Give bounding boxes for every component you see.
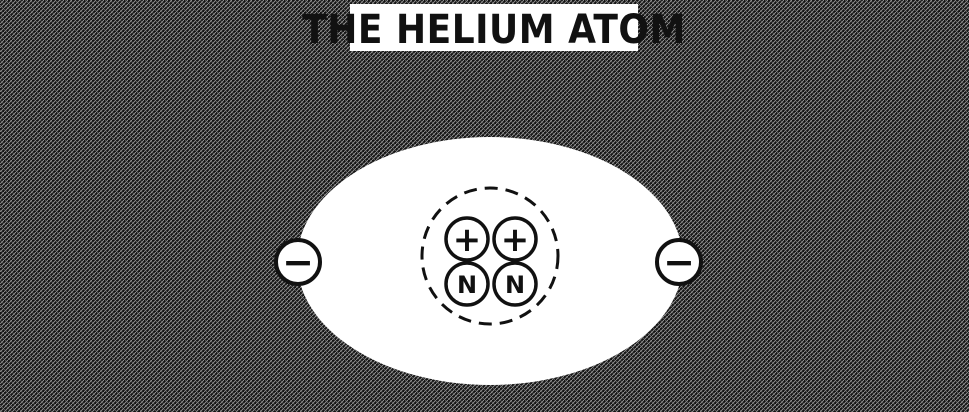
electron-symbol: − <box>282 240 314 284</box>
proton: + <box>494 218 536 260</box>
diagram-title: THE HELIUM ATOM <box>302 7 686 53</box>
electron-symbol: − <box>663 240 695 284</box>
neutron-symbol: N <box>505 271 525 299</box>
electron-right: − <box>657 240 701 284</box>
orbit-region <box>297 137 683 385</box>
neutron-symbol: N <box>457 271 477 299</box>
neutron: N <box>446 263 488 305</box>
proton-symbol: + <box>453 220 482 260</box>
neutron: N <box>494 263 536 305</box>
proton: + <box>446 218 488 260</box>
proton-symbol: + <box>501 220 530 260</box>
electron-left: − <box>276 240 320 284</box>
